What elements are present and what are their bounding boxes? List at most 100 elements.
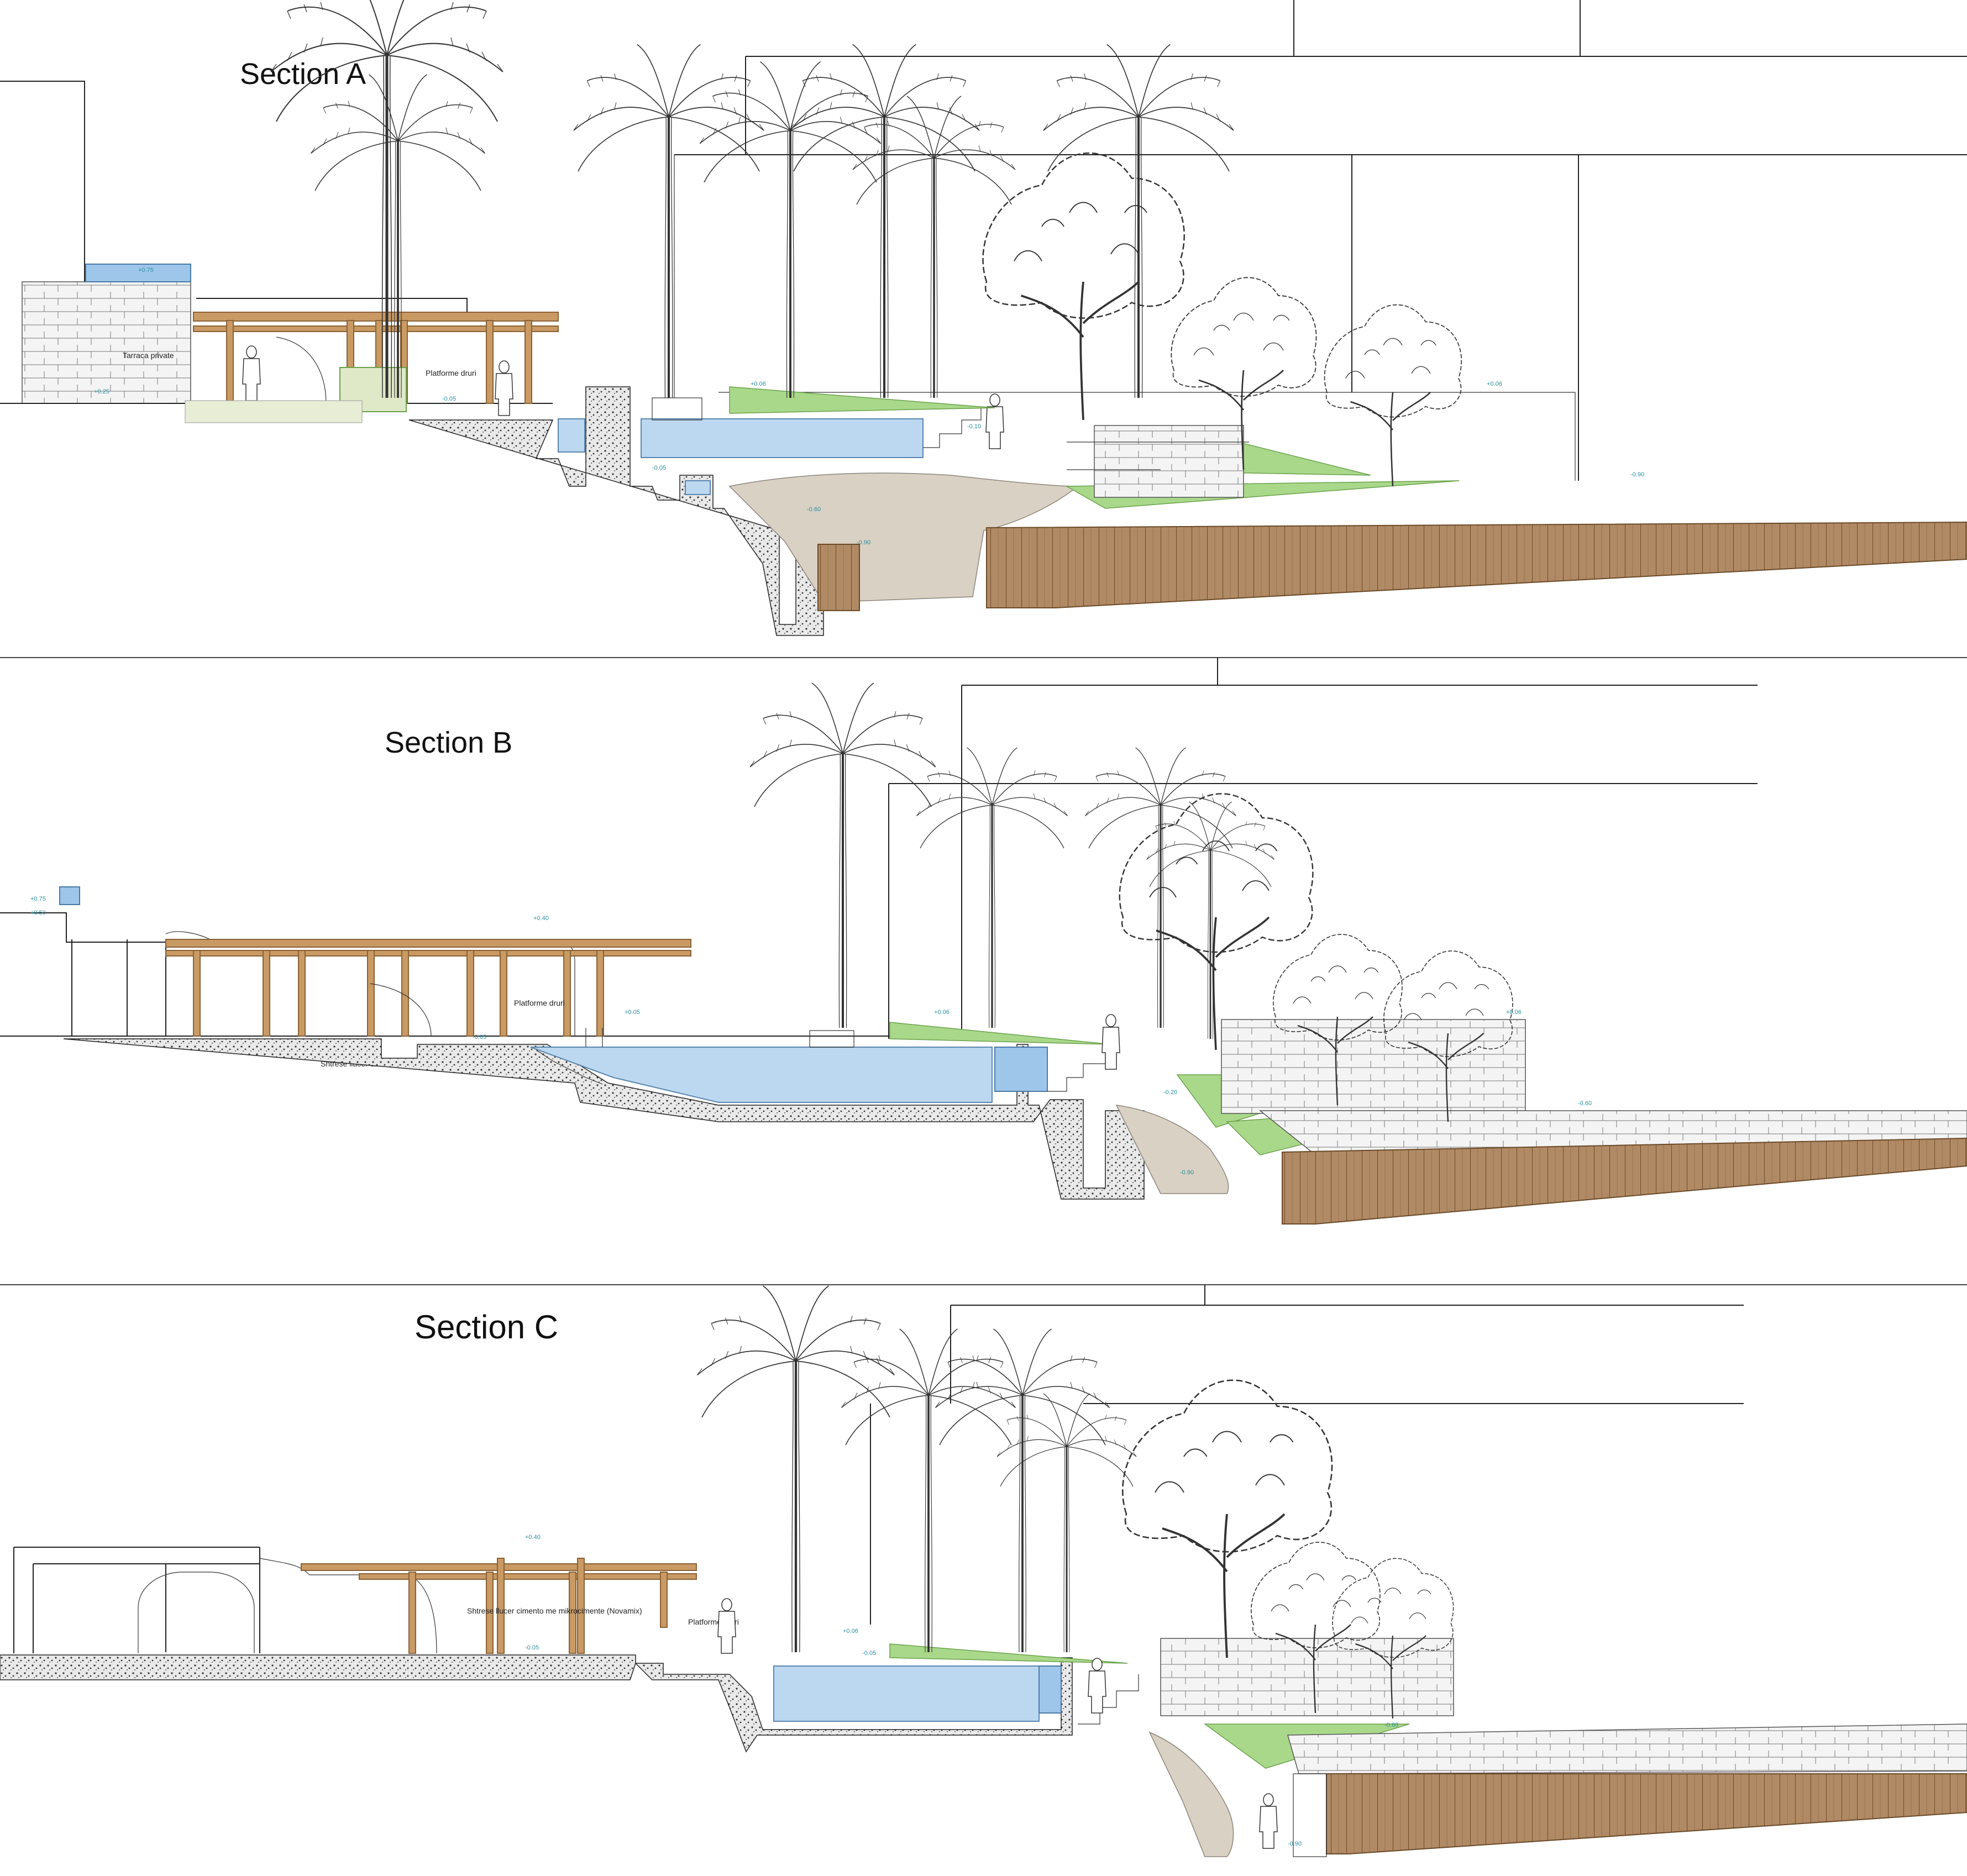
section-b: Section B Shtrese llucer cimento me mikr… <box>0 658 1967 1225</box>
level-label: +0.75 <box>138 267 154 274</box>
steps <box>536 1049 603 1085</box>
planting-bed <box>185 400 363 423</box>
arch <box>370 983 432 1037</box>
pool <box>994 1047 1048 1092</box>
level-markers: +0.75 +0.50 +0.40 +0.05 -0.05 +0.06 +0.0… <box>30 896 1592 1176</box>
shrub-tree <box>1121 1379 1333 1659</box>
level-label: -0.60 <box>1384 1722 1398 1728</box>
building-outline <box>674 155 1576 481</box>
arch <box>276 337 327 404</box>
pool <box>558 418 585 453</box>
level-label: +0.40 <box>533 915 549 922</box>
pool <box>530 1047 993 1103</box>
pool-ladder <box>585 1028 603 1047</box>
level-label: +0.75 <box>30 896 46 902</box>
level-label: -0.05 <box>652 465 666 471</box>
terrace-line <box>1067 442 1249 470</box>
section-c-title: Section C <box>415 1309 558 1346</box>
level-markers: +0.40 -0.05 +0.06 -0.05 -0.60 -0.90 <box>525 1534 1398 1847</box>
palm-tree <box>574 44 764 398</box>
level-label: -0.20 <box>1163 1089 1177 1096</box>
palm-tree <box>697 1286 895 1652</box>
water-feature <box>59 886 80 905</box>
level-label: +0.06 <box>751 381 766 387</box>
pergola <box>165 939 691 1037</box>
slatted-wall <box>817 544 860 611</box>
section-b-title: Section B <box>385 726 512 759</box>
person-figure <box>1259 1793 1278 1849</box>
ground-section <box>0 1654 1073 1753</box>
note-shtrese: Shtrese llucer cimento me mikrocimente (… <box>467 1606 642 1615</box>
palm-tree <box>915 747 1069 1029</box>
lawn <box>729 386 995 414</box>
steps <box>1047 1050 1106 1092</box>
person-figure <box>717 1598 736 1654</box>
palm-tree <box>789 44 979 398</box>
ground-section <box>63 1038 1145 1200</box>
level-label: -0.60 <box>1578 1100 1592 1107</box>
stone-wall <box>22 281 191 404</box>
steps <box>1078 1674 1139 1725</box>
level-label: +0.50 <box>30 910 46 916</box>
note-tarraca-private: Tarraca private <box>123 351 174 360</box>
building-outline <box>888 658 1758 1039</box>
person-figure <box>1101 1014 1120 1070</box>
pool <box>773 1665 1040 1722</box>
pool <box>685 480 711 495</box>
wall-return <box>1293 1773 1327 1857</box>
person-figure <box>495 360 513 416</box>
pergola <box>193 312 559 404</box>
section-a: Section A Tarraca private Platforme drur… <box>0 0 1967 636</box>
slatted-wall <box>1326 1773 1967 1854</box>
level-label: +0.06 <box>1506 1009 1522 1016</box>
palm-tree <box>1043 44 1234 398</box>
level-label: +0.06 <box>843 1628 858 1635</box>
stone-wall <box>1094 425 1244 498</box>
arch <box>138 1572 255 1653</box>
lawn <box>889 1022 1111 1045</box>
planter-box <box>809 1030 854 1048</box>
pool <box>1038 1665 1062 1714</box>
palm-tree <box>310 73 486 399</box>
pool <box>641 418 924 458</box>
level-markers: +0.75 +0.25 -0.05 -0.05 +0.06 +0.06 -0.1… <box>94 267 1644 546</box>
slatted-wall <box>986 521 1967 608</box>
water-feature <box>85 264 191 282</box>
person-figure <box>242 345 261 401</box>
level-label: +0.05 <box>625 1009 640 1016</box>
pergola <box>301 1558 697 1654</box>
person-figure <box>985 393 1004 449</box>
level-label: +0.40 <box>525 1534 541 1541</box>
shrub-tree <box>982 152 1186 421</box>
level-label: +0.06 <box>934 1009 950 1016</box>
level-label: -0.05 <box>442 396 456 402</box>
stone-wall <box>1221 1019 1526 1114</box>
level-label: -0.90 <box>1630 471 1644 478</box>
level-label: -0.05 <box>862 1650 876 1657</box>
level-label: +0.06 <box>1487 381 1502 387</box>
planter-box <box>652 397 702 421</box>
palm-tree <box>934 1328 1111 1653</box>
level-label: -0.90 <box>1288 1841 1302 1847</box>
building-outline <box>0 0 1967 481</box>
level-label: -0.60 <box>807 506 821 513</box>
palm-tree <box>1146 801 1275 1040</box>
level-label: +0.25 <box>94 388 109 395</box>
rock-slope <box>728 472 1079 603</box>
level-label: -0.90 <box>1180 1169 1194 1176</box>
palm-tree <box>840 1328 1017 1653</box>
building-outline <box>13 1547 260 1653</box>
rock-slope <box>1115 1105 1229 1194</box>
stone-wall <box>1287 1723 1967 1774</box>
palm-tree <box>750 683 936 1028</box>
building-outline <box>870 1285 1744 1625</box>
note-platforme-druri: Platforme druri <box>426 369 476 377</box>
level-label: -0.10 <box>967 423 981 430</box>
shrub-tree <box>1118 792 1314 1051</box>
palm-tree <box>699 60 882 399</box>
shrub-tree <box>1324 304 1462 487</box>
palm-tree <box>996 1392 1137 1653</box>
rock-slope <box>1148 1731 1234 1857</box>
level-label: -0.90 <box>857 539 870 546</box>
